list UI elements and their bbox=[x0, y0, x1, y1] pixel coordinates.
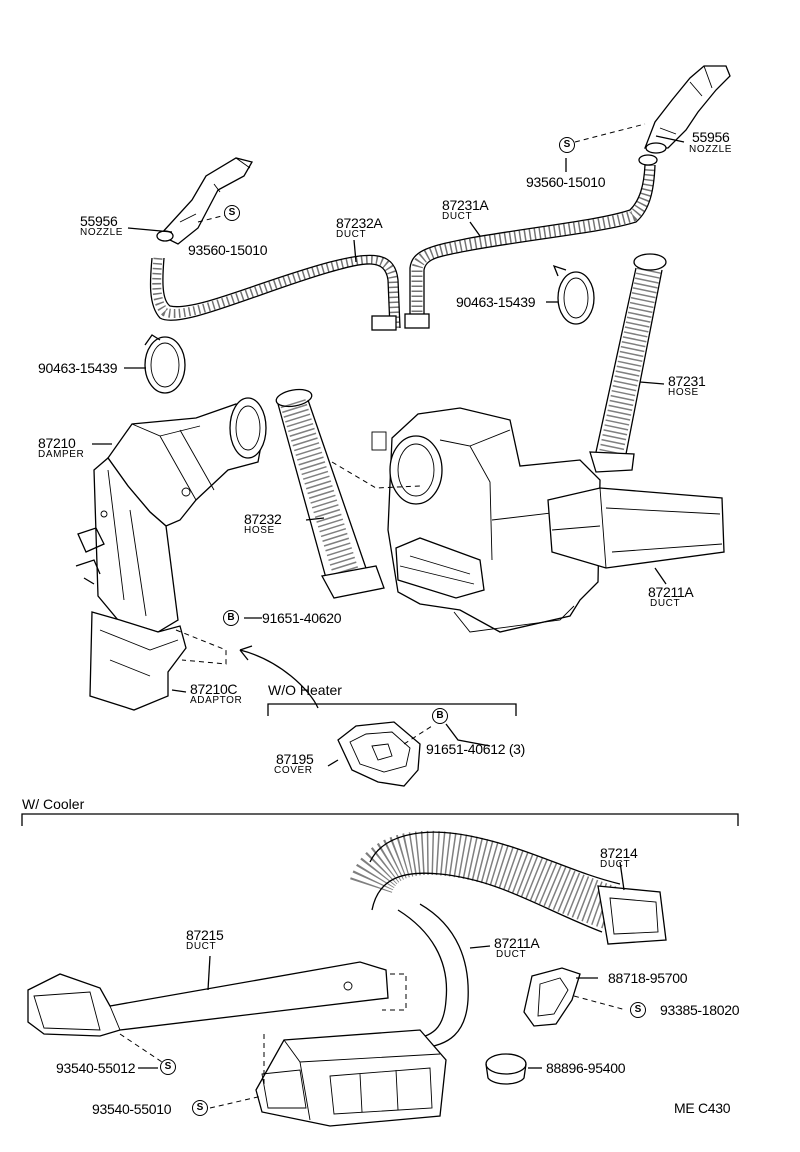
screw-93540-b-number: 93540-55010 bbox=[92, 1101, 172, 1117]
without-heater-label: W/O Heater bbox=[268, 682, 342, 698]
hose-87232-drawing bbox=[275, 388, 385, 599]
hose-87231-name: HOSE bbox=[668, 387, 699, 398]
clamp-left-number: 90463-15439 bbox=[38, 360, 118, 376]
damper-name: DAMPER bbox=[38, 449, 85, 460]
duct-87231a-number: 87231A bbox=[442, 197, 489, 213]
screw-left-symbol: S bbox=[224, 205, 240, 221]
screw-93385-number: 93385-18020 bbox=[660, 1002, 740, 1018]
nozzle-left-number: 55956 bbox=[80, 213, 118, 229]
hose-87231-drawing bbox=[589, 253, 667, 473]
part-88718-number: 88718-95700 bbox=[608, 970, 688, 986]
duct-87211a-top-name: DUCT bbox=[650, 598, 681, 609]
duct-87215-name: DUCT bbox=[186, 941, 217, 952]
bolt-cover-symbol: B bbox=[432, 708, 448, 724]
with-cooler-label: W/ Cooler bbox=[22, 796, 85, 812]
hose-87231-number: 87231 bbox=[668, 373, 706, 389]
duct-87214-name: DUCT bbox=[600, 859, 631, 870]
screw-93540-a-symbol: S bbox=[160, 1059, 176, 1075]
bolt-cover-number: 91651-40612 (3) bbox=[426, 741, 526, 757]
screw-93540-b-symbol: S bbox=[192, 1100, 208, 1116]
clamp-drawings bbox=[144, 264, 595, 394]
bolt-top-number: 91651-40620 bbox=[262, 610, 342, 626]
heater-unit-drawing bbox=[371, 407, 601, 633]
cover-number: 87195 bbox=[276, 751, 314, 767]
screw-left-number: 93560-15010 bbox=[188, 242, 268, 258]
part-88896-number: 88896-95400 bbox=[546, 1060, 626, 1076]
nozzle-right-name: NOZZLE bbox=[689, 144, 733, 155]
screw-93385-symbol: S bbox=[630, 1002, 646, 1018]
leader-lines bbox=[92, 123, 685, 1109]
outlet-duct-87211A-drawing bbox=[547, 487, 725, 569]
duct-87215-number: 87215 bbox=[186, 927, 224, 943]
nozzle-right-number: 55956 bbox=[692, 129, 730, 145]
screw-93540-a-number: 93540-55012 bbox=[56, 1060, 136, 1076]
hose-87232-number: 87232 bbox=[244, 511, 282, 527]
right-nozzle-drawing bbox=[644, 65, 731, 154]
hose-87232-name: HOSE bbox=[244, 525, 275, 536]
cover-drawing bbox=[337, 721, 421, 787]
duct-87231a-name: DUCT bbox=[442, 211, 473, 222]
duct-87232a-name: DUCT bbox=[336, 229, 367, 240]
damper-assembly-drawing bbox=[75, 397, 267, 711]
left-nozzle-drawing bbox=[156, 157, 253, 245]
diagram-code: ME C430 bbox=[674, 1100, 731, 1116]
bolt-top-symbol: B bbox=[223, 610, 239, 626]
duct-87214-number: 87214 bbox=[600, 845, 638, 861]
cover-name: COVER bbox=[274, 765, 313, 776]
screw-right-symbol: S bbox=[559, 137, 575, 153]
nozzle-left-name: NOZZLE bbox=[80, 227, 124, 238]
duct-87211a-bottom-name: DUCT bbox=[496, 949, 527, 960]
adaptor-name: ADAPTOR bbox=[190, 695, 243, 706]
duct-87232a-number: 87232A bbox=[336, 215, 383, 231]
adaptor-number: 87210C bbox=[190, 681, 238, 697]
screw-right-number: 93560-15010 bbox=[526, 174, 606, 190]
clamp-right-number: 90463-15439 bbox=[456, 294, 536, 310]
right-corrugated-duct-drawing bbox=[404, 154, 658, 329]
left-corrugated-duct-drawing bbox=[149, 254, 401, 331]
damper-number: 87210 bbox=[38, 435, 76, 451]
duct-87211a-bottom-number: 87211A bbox=[494, 935, 540, 951]
duct-87211a-top-number: 87211A bbox=[648, 584, 694, 600]
cooler-group-drawing bbox=[21, 703, 739, 1127]
